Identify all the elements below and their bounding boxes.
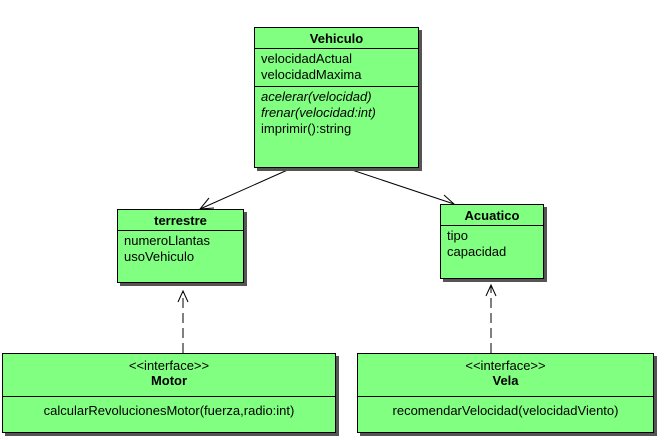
assoc-vehiculo-terrestre bbox=[199, 167, 293, 210]
interface-vela-name: Vela bbox=[492, 373, 519, 388]
attribute-numero-llantas: numeroLlantas bbox=[124, 233, 210, 248]
operation-calcular-revoluciones-motor: calcularRevolucionesMotor(fuerza,radio:i… bbox=[43, 403, 295, 418]
class-acuatico-attributes: tipo capacidad bbox=[441, 225, 543, 263]
interface-motor-stereotype: <<interface>> bbox=[128, 358, 210, 373]
interface-motor-operations: calcularRevolucionesMotor(fuerza,radio:i… bbox=[3, 396, 335, 422]
operation-imprimir: imprimir():string bbox=[261, 121, 352, 136]
class-vehiculo[interactable]: Vehiculo velocidadActual velocidadMaxima… bbox=[254, 27, 419, 168]
class-acuatico[interactable]: Acuatico tipo capacidad bbox=[440, 204, 544, 279]
class-vehiculo-attributes: velocidadActual velocidadMaxima bbox=[255, 48, 418, 86]
class-vehiculo-name: Vehiculo bbox=[309, 31, 364, 46]
interface-vela[interactable]: <<interface>> Vela recomendarVelocidad(v… bbox=[357, 353, 654, 433]
arrowhead-vela bbox=[485, 283, 497, 297]
interface-motor-name: Motor bbox=[150, 373, 188, 388]
class-vehiculo-operations: acelerar(velocidad) frenar(velocidad:int… bbox=[255, 86, 418, 140]
class-terrestre-attributes: numeroLlantas usoVehiculo bbox=[118, 230, 243, 268]
arrowhead-motor bbox=[177, 289, 189, 303]
attribute-velocidad-maxima: velocidadMaxima bbox=[261, 67, 362, 82]
operation-acelerar: acelerar(velocidad) bbox=[261, 89, 372, 104]
attribute-tipo: tipo bbox=[447, 228, 468, 243]
attribute-capacidad: capacidad bbox=[447, 244, 507, 259]
operation-recomendar-velocidad: recomendarVelocidad(velocidadViento) bbox=[392, 403, 619, 418]
attribute-velocidad-actual: velocidadActual bbox=[261, 51, 353, 66]
operation-frenar: frenar(velocidad:int) bbox=[261, 105, 376, 120]
class-terrestre-name: terrestre bbox=[154, 213, 207, 228]
assoc-vehiculo-acuatico bbox=[345, 167, 455, 205]
class-terrestre[interactable]: terrestre numeroLlantas usoVehiculo bbox=[117, 209, 244, 283]
interface-vela-stereotype: <<interface>> bbox=[465, 358, 546, 373]
attribute-uso-vehiculo: usoVehiculo bbox=[124, 249, 195, 264]
interface-vela-operations: recomendarVelocidad(velocidadViento) bbox=[358, 396, 653, 422]
interface-motor[interactable]: <<interface>> Motor calcularRevoluciones… bbox=[2, 353, 336, 433]
arrowhead-terrestre bbox=[198, 197, 215, 210]
class-acuatico-name: Acuatico bbox=[464, 208, 520, 223]
